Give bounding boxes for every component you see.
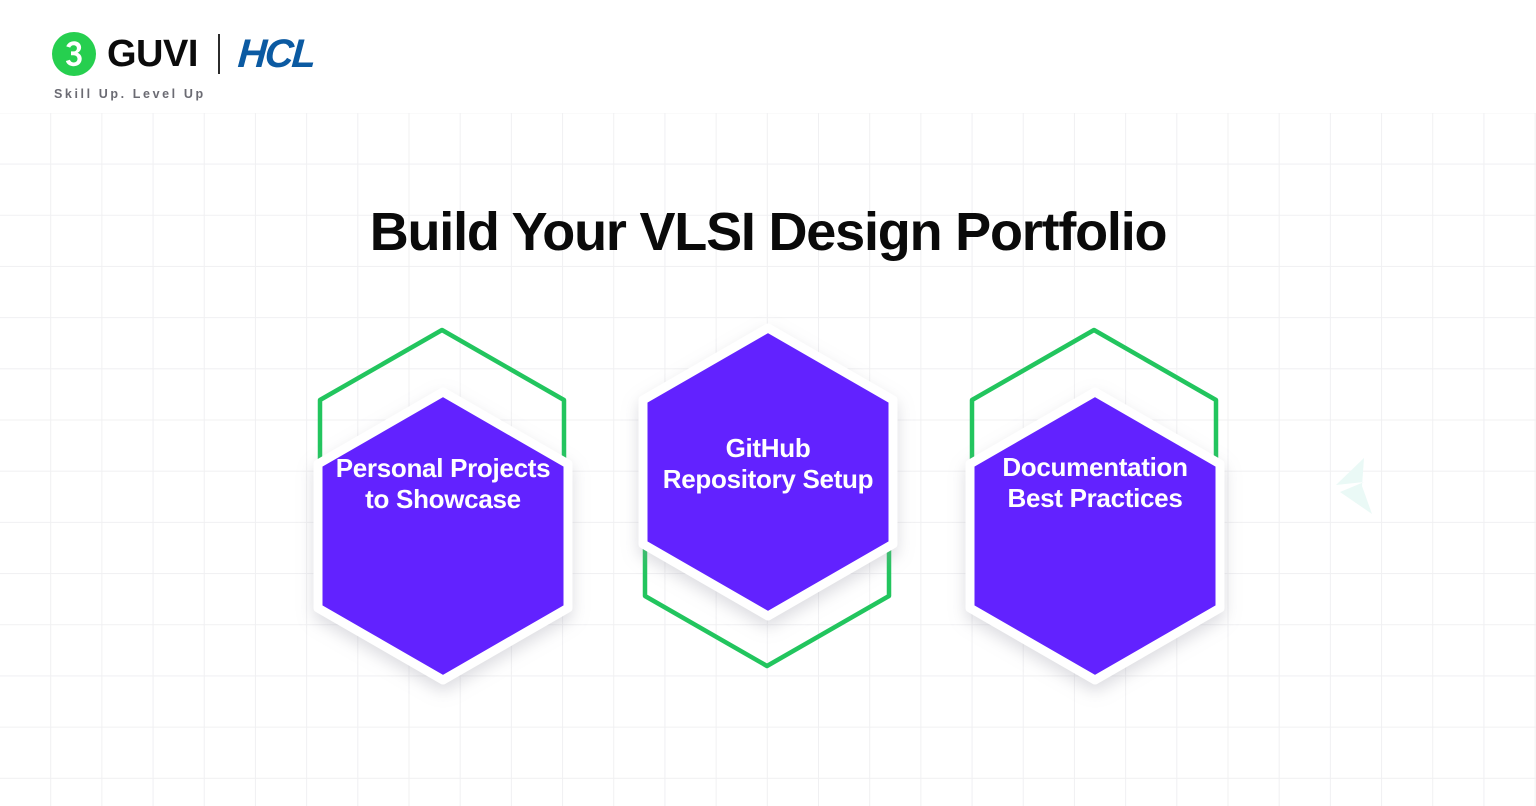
page-title: Build Your VLSI Design Portfolio [369,202,1168,262]
header-white-band [0,0,1536,113]
left-chevron-arrow-icon [1336,458,1372,514]
hexagon-fill [638,323,898,621]
brand-lockup: GUVI HCL Skill Up. Level Up [52,30,316,101]
brand-tagline: Skill Up. Level Up [54,87,206,101]
hexagon-fill [313,387,573,685]
hexagon-card-personal-projects[interactable]: Personal Projects to Showcase [278,327,608,685]
brand-logos-row: GUVI HCL [52,30,316,78]
hcl-wordmark: HCL [236,32,316,76]
guvi-g-mark-icon [52,32,96,76]
hexagon-fill [965,387,1225,685]
hexagon-card-documentation[interactable]: Documentation Best Practices [930,327,1260,685]
brand-separator [217,34,220,74]
hexagon-card-github-repository[interactable]: GitHub Repository Setup [603,298,933,669]
guvi-wordmark: GUVI [107,33,198,75]
